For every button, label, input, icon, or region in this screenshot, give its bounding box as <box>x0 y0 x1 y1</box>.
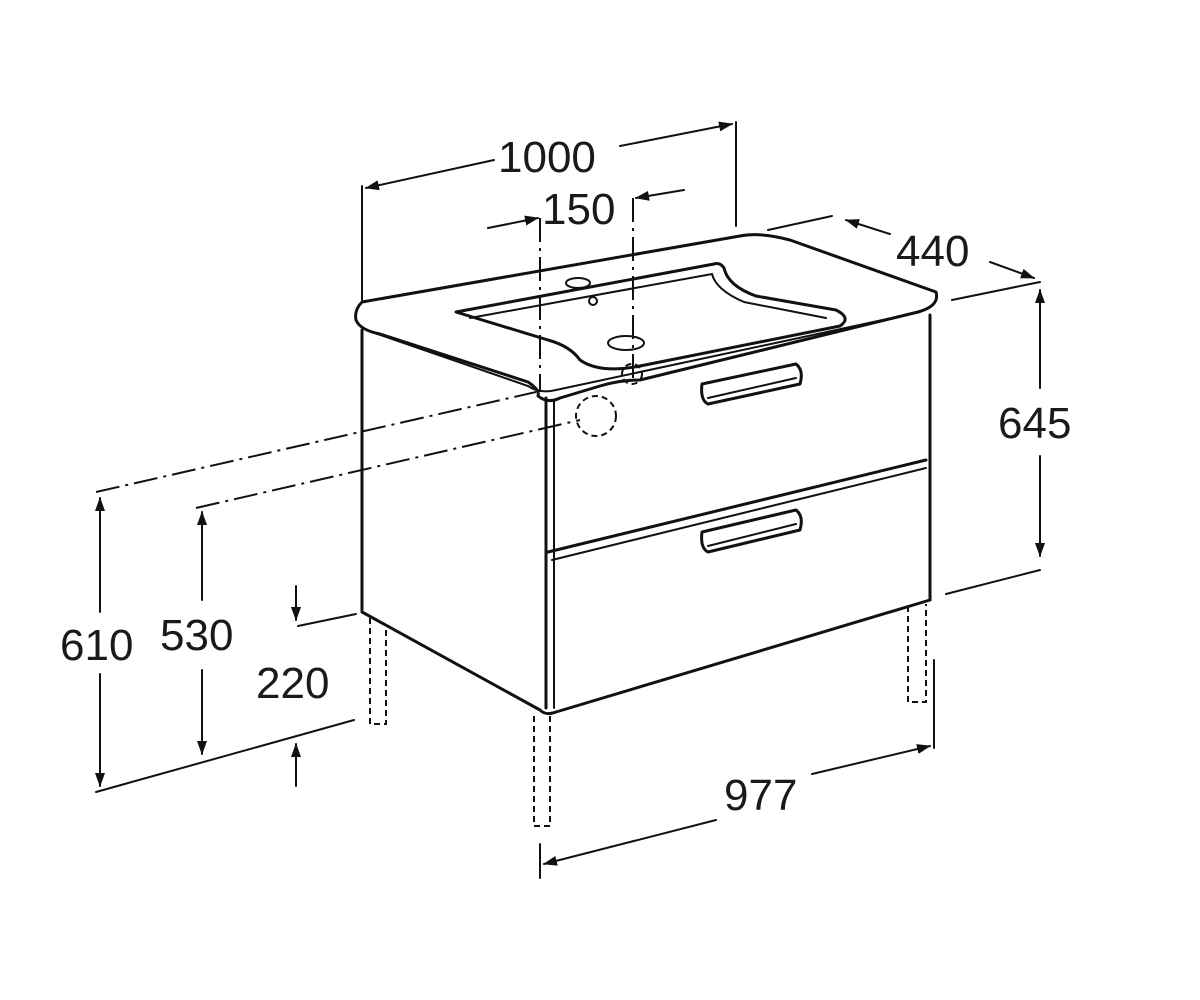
basin-top <box>354 233 939 403</box>
leg-height-label: 220 <box>256 659 329 708</box>
dimension-supply-height: 530 <box>160 511 233 755</box>
dimension-depth: 440 <box>767 215 1041 301</box>
dimension-overall-width: 1000 <box>361 121 737 301</box>
leg-front <box>533 716 551 827</box>
upper-drawer-handle <box>700 362 803 406</box>
dimension-cabinet-width: 977 <box>539 659 935 879</box>
supply-height-label: 530 <box>160 611 233 660</box>
cabinet-width-label: 977 <box>724 771 797 820</box>
waste-outlet-icon <box>575 395 617 437</box>
drawer-divider-shadow <box>551 467 927 561</box>
leg-left <box>369 618 387 725</box>
cabinet <box>360 313 932 716</box>
dimension-tap-offset: 150 <box>487 185 685 234</box>
dimension-height: 645 <box>945 289 1071 595</box>
drawer-divider <box>546 458 928 554</box>
cabinet-bottom-front <box>538 598 932 716</box>
overflow-hole-icon <box>588 296 598 306</box>
tap-offset-label: 150 <box>542 185 615 234</box>
waste-height-label: 610 <box>60 621 133 670</box>
leg-right <box>907 604 927 703</box>
lower-drawer-handle <box>700 508 803 554</box>
dimension-waste-height: 610 <box>60 497 355 793</box>
height-label: 645 <box>998 399 1071 448</box>
depth-label: 440 <box>896 227 969 276</box>
overall-width-label: 1000 <box>498 133 596 182</box>
cabinet-bottom-left <box>360 610 542 712</box>
basin-bowl-inner <box>469 272 827 319</box>
basin-outline <box>354 233 939 403</box>
legs <box>369 604 927 827</box>
drain-hole-icon <box>607 335 645 351</box>
tap-hole-icon <box>565 277 591 289</box>
dimension-leg-height: 220 <box>256 585 357 787</box>
waste-height-line <box>95 391 537 493</box>
supply-height-line <box>195 419 581 509</box>
basin-bowl <box>454 262 847 371</box>
siphon-outlet-icon <box>621 363 643 385</box>
